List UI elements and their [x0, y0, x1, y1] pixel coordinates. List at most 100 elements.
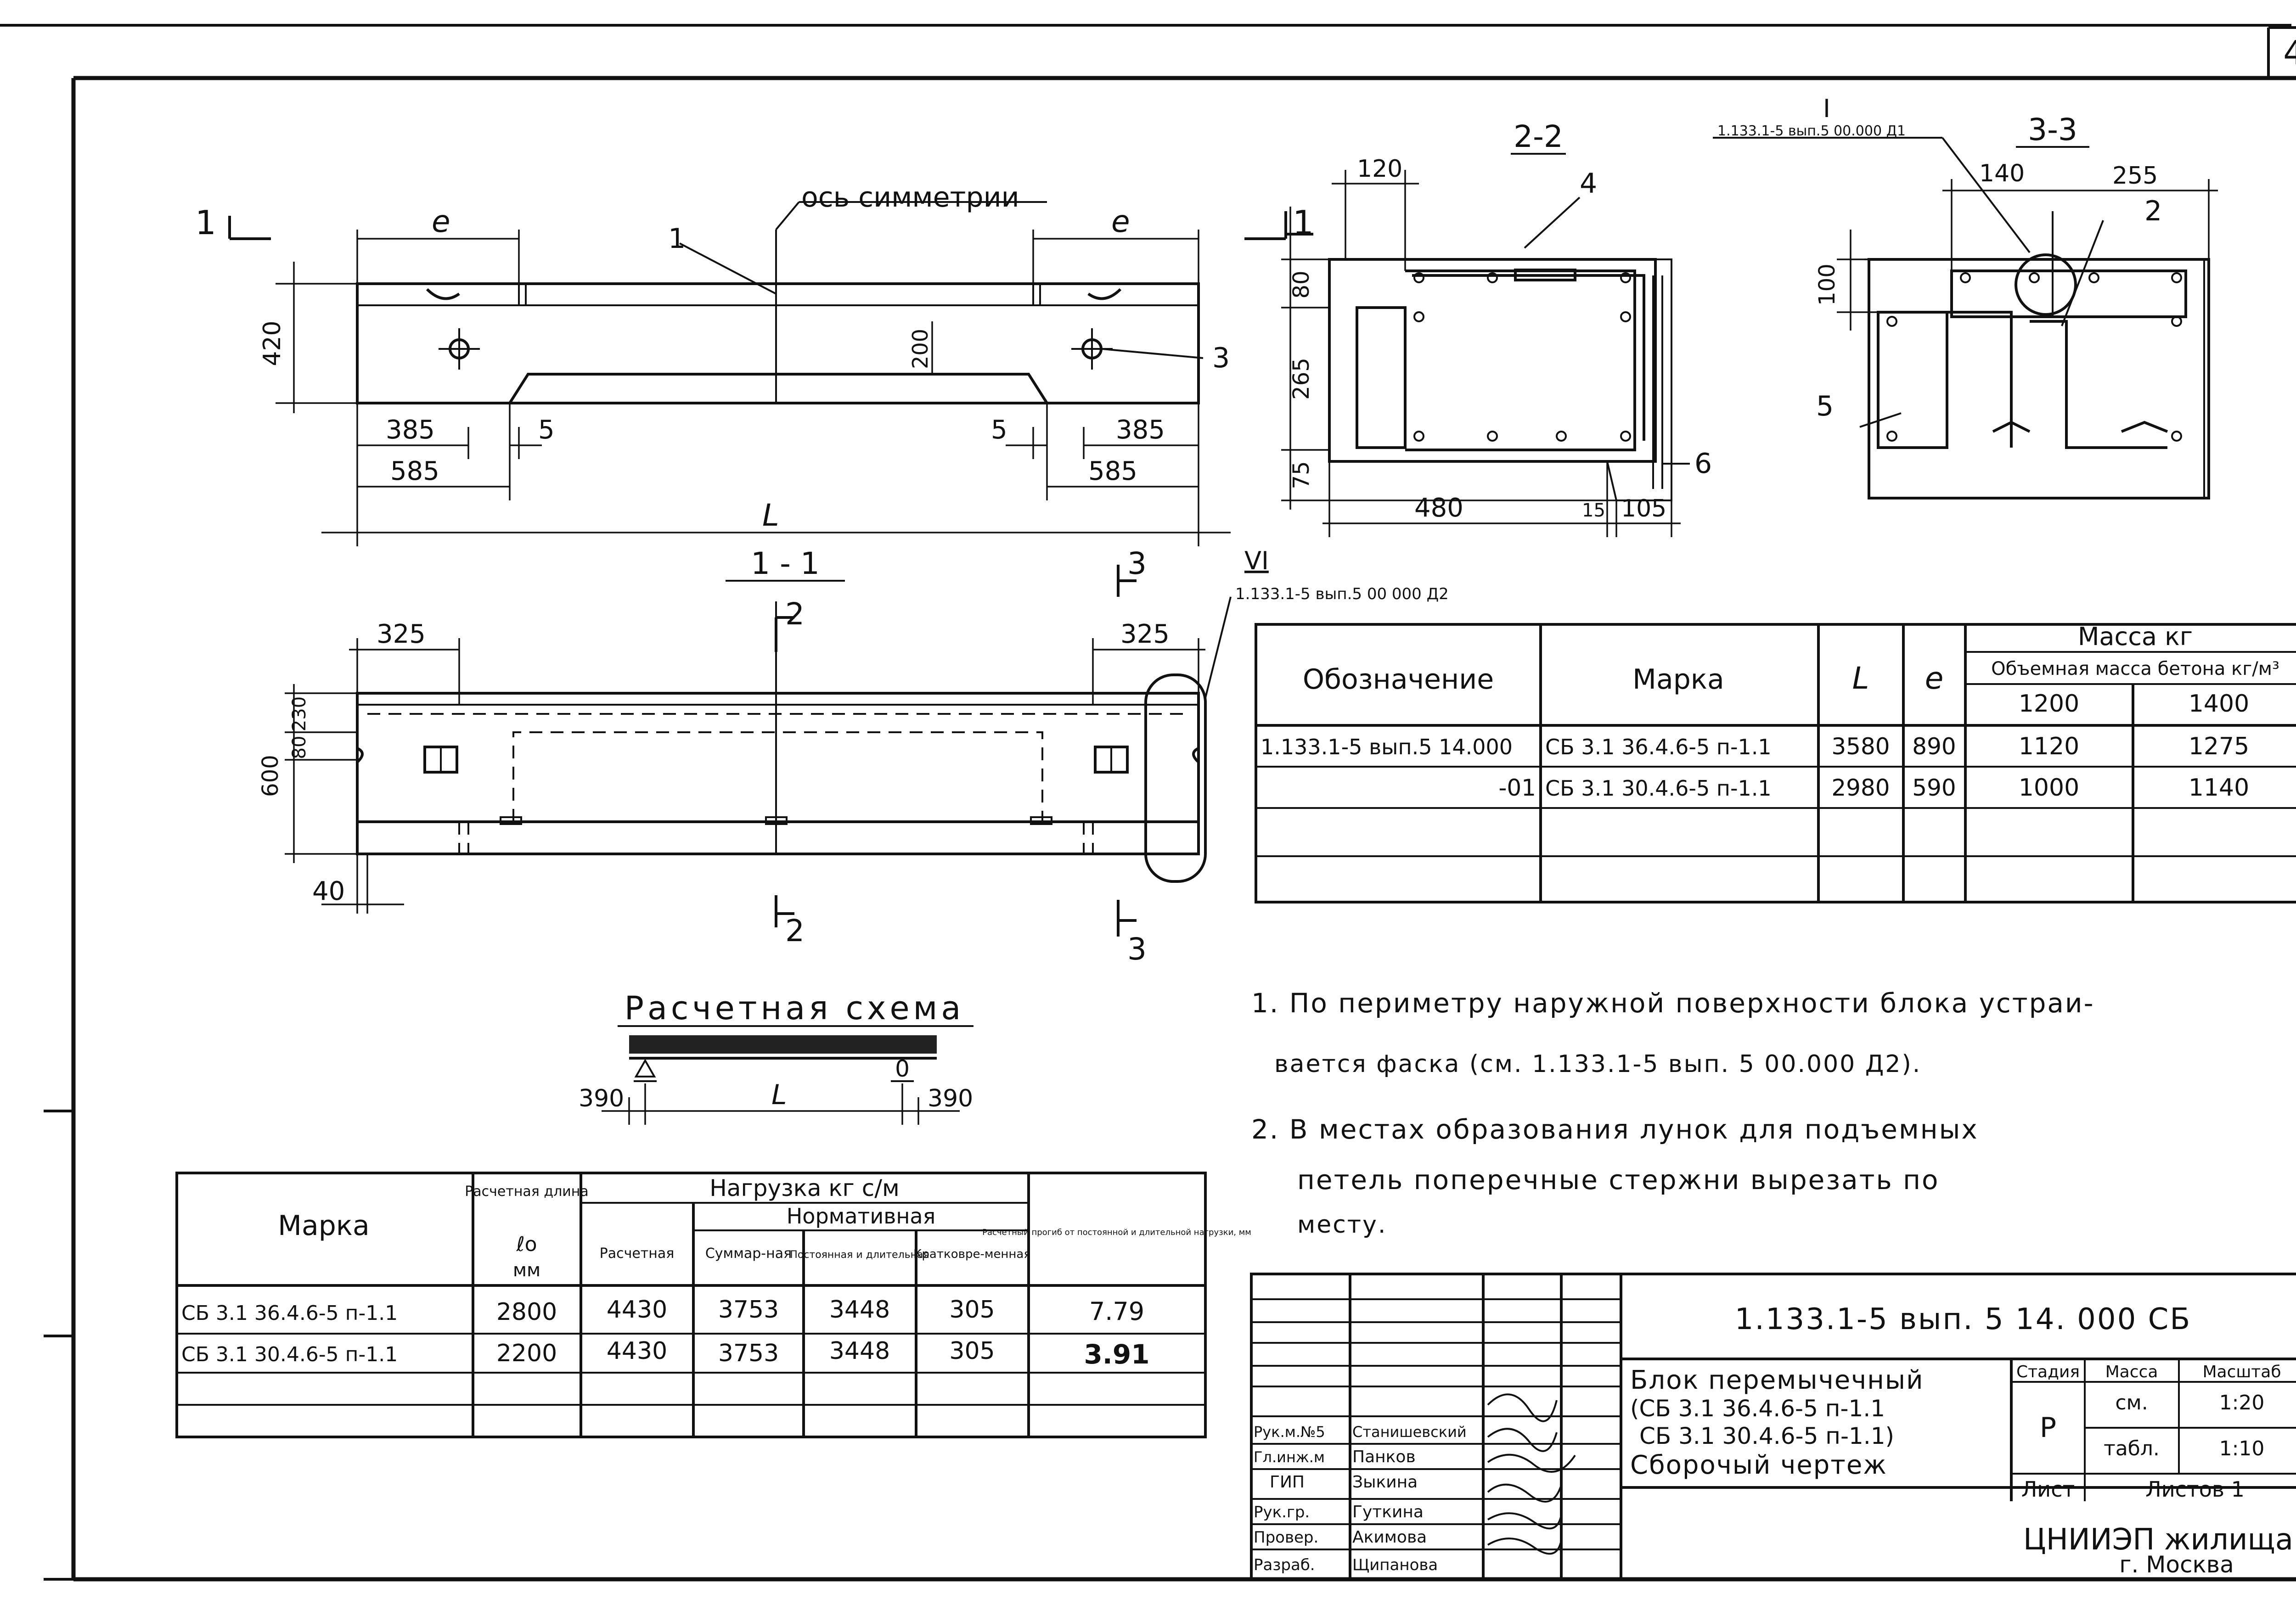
load-th-mark: Марка: [278, 1210, 370, 1242]
mass-r1-m1400: 1275: [2189, 733, 2249, 760]
mass-th-e: e: [1925, 661, 1944, 696]
tb-sheets-label: Листов 1: [2145, 1477, 2245, 1502]
dim-420: 420: [259, 320, 286, 366]
node-i-ref: 1.133.1-5 вып.5 00.000 Д1: [1717, 123, 1906, 139]
node-i-id: I: [1823, 94, 1830, 123]
mass-r2-mark: СБ 3.1 30.4.6-5 п-1.1: [1545, 776, 1772, 801]
note-line-1: 1. По периметру наружной поверхности бло…: [1251, 988, 2095, 1019]
section-2-2-view: [1281, 153, 1690, 537]
section-mark-1-right: 1: [1293, 203, 1314, 242]
title-line-1: Блок перемычечный: [1630, 1365, 1924, 1395]
sig-role-6: Разраб.: [1254, 1556, 1315, 1574]
load-th-length-unit: мм: [513, 1260, 540, 1281]
scheme-390-right: 390: [928, 1085, 973, 1112]
dim-325-right: 325: [1120, 619, 1170, 649]
mass-th-1400: 1400: [2189, 690, 2249, 718]
mass-r1-L: 3580: [1831, 733, 1890, 760]
tb-mass-label: Масса: [2105, 1363, 2158, 1381]
mass-r2-designation: -01: [1498, 774, 1536, 801]
design-scheme-title: Расчетная схема: [625, 989, 965, 1027]
load-th-design: Расчетная: [600, 1246, 675, 1262]
mass-th-1200: 1200: [2019, 690, 2079, 718]
load-r1-total: 3753: [718, 1296, 779, 1324]
load-r1-design: 4430: [607, 1296, 667, 1324]
load-r2-length: 2200: [496, 1340, 557, 1367]
cut-2-top: 2: [785, 596, 805, 632]
tb-stage-label: Стадия: [2016, 1363, 2080, 1381]
title-code: 1.133.1-5 вып. 5 14. 000 СБ: [1735, 1302, 2192, 1336]
tb-scale-label: Масштаб: [2202, 1363, 2281, 1381]
mass-r2-e: 590: [1912, 774, 1956, 801]
mass-r2-L: 2980: [1831, 774, 1890, 801]
callout-3: 3: [1212, 342, 1230, 374]
dim-100: 100: [1814, 264, 1840, 306]
design-scheme: [602, 1025, 974, 1125]
load-th-normative: Нормативная: [787, 1204, 936, 1229]
dim-385-left: 385: [386, 415, 435, 445]
tb-org: ЦНИИЭП жилища: [2023, 1523, 2293, 1557]
sig-role-2: Гл.инж.м: [1254, 1448, 1325, 1466]
load-th-short: Кратковре-менная: [913, 1247, 1031, 1261]
callout-4: 4: [1580, 168, 1597, 200]
callout-5: 5: [1816, 390, 1834, 422]
dim-80-ss: 80: [1289, 270, 1314, 298]
cut-3-top: 3: [1127, 546, 1147, 581]
sig-name-2: Панков: [1352, 1448, 1416, 1466]
dim-80: 80: [289, 736, 310, 759]
section-3-3-view: [1713, 137, 2218, 499]
sig-role-1: Рук.м.№5: [1254, 1423, 1325, 1441]
load-th-deflection: Расчетный прогиб от постоянной и длитель…: [982, 1228, 1251, 1237]
dim-e-right: e: [1111, 204, 1130, 239]
dim-600: 600: [258, 755, 283, 797]
tb-sheet-label: Лист: [2021, 1477, 2075, 1502]
sig-role-3: ГИП: [1270, 1473, 1305, 1492]
load-r2-total: 3753: [718, 1340, 779, 1367]
mass-table: [1255, 623, 2296, 903]
mass-th-mass: Масса кг: [2078, 622, 2193, 651]
scheme-L: L: [771, 1079, 787, 1111]
section-mark-1-left: 1: [195, 203, 216, 242]
load-r1-short: 305: [949, 1296, 995, 1324]
mass-th-L: L: [1852, 661, 1869, 696]
dim-325-left: 325: [377, 619, 426, 649]
section-3-3-title: 3-3: [2028, 112, 2077, 147]
mass-r1-e: 890: [1912, 733, 1956, 760]
dim-200: 200: [908, 329, 933, 369]
mass-r2-m1400: 1140: [2189, 774, 2249, 802]
load-r2-permanent: 3448: [829, 1337, 890, 1365]
note-line-5: месту.: [1297, 1211, 1387, 1239]
dim-585-right: 585: [1088, 456, 1137, 486]
section-1-1-view: [285, 565, 1232, 937]
mass-r2-m1200: 1000: [2019, 774, 2079, 802]
node-vi-id: VI: [1244, 546, 1269, 575]
load-r1-mark: СБ 3.1 36.4.6-5 п-1.1: [181, 1302, 398, 1325]
cut-2-bottom: 2: [785, 913, 805, 948]
load-r2-mark: СБ 3.1 30.4.6-5 п-1.1: [181, 1343, 398, 1366]
sig-name-6: Щипанова: [1352, 1556, 1438, 1574]
mass-th-designation: Обозначение: [1303, 663, 1494, 696]
title-line-2: (СБ 3.1 36.4.6-5 п-1.1: [1630, 1395, 1885, 1422]
load-r2-short: 305: [949, 1337, 995, 1365]
dim-105: 105: [1621, 495, 1666, 522]
callout-1: 1: [668, 223, 686, 255]
sig-name-3: Зыкина: [1352, 1473, 1418, 1492]
symmetry-axis-label: ось симметрии: [801, 181, 1019, 213]
dim-40: 40: [312, 876, 345, 906]
elevation-view: [228, 201, 1287, 546]
node-vi-ref: 1.133.1-5 вып.5 00 000 Д2: [1235, 585, 1449, 603]
mass-th-density: Объемная масса бетона кг/м³: [1991, 658, 2279, 679]
notes: 1. По периметру наружной поверхности бло…: [1251, 988, 2095, 1239]
sig-name-4: Гуткина: [1352, 1503, 1424, 1521]
load-th-permanent: Постоянная и длительная: [790, 1249, 929, 1261]
tb-scale-2: 1:10: [2219, 1437, 2265, 1460]
load-r1-length: 2800: [496, 1298, 557, 1326]
mass-r1-m1200: 1120: [2019, 733, 2079, 760]
dim-5-left: 5: [538, 415, 555, 445]
dim-75: 75: [1289, 461, 1314, 489]
load-th-length: Расчетная длина: [465, 1184, 589, 1200]
sig-name-1: Станишевский: [1352, 1423, 1467, 1441]
signature-rows: Рук.м.№5 Станишевский Гл.инж.м Панков ГИ…: [1254, 1423, 1467, 1574]
load-table: [175, 1172, 1207, 1438]
section-2-2-title: 2-2: [1514, 119, 1563, 154]
